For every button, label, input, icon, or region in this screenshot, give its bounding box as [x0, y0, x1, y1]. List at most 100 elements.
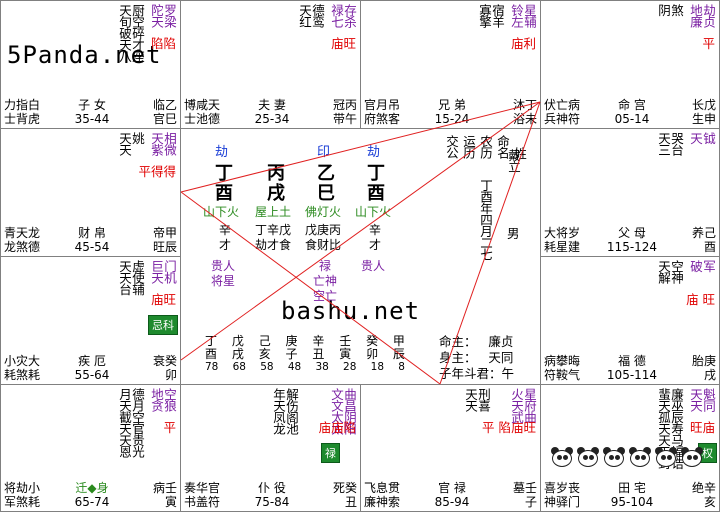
star-column: 军 — [701, 260, 716, 272]
palace-state: 墓壬 子 — [512, 481, 537, 509]
gods-left: 大将岁 耗星建 — [544, 226, 581, 254]
minor-stars: 天三哭台 — [656, 132, 684, 155]
star-column: 巨天 — [149, 260, 164, 283]
star-column: 地廉 — [688, 4, 703, 27]
gods-left: 喜岁丧 神驿门 — [544, 481, 581, 509]
watermark-bashu: bashu.net — [281, 297, 421, 325]
palace-state: 病壬 寅 — [152, 481, 177, 509]
info-col-2: 运历 — [460, 135, 476, 158]
palace-state: 临乙 官巳 — [152, 98, 177, 126]
brightness: 平 — [702, 36, 715, 51]
zi-dou-jun: 子年斗君：午 — [439, 366, 515, 381]
gods-left: 飞息贯 廉神索 — [364, 481, 401, 509]
gods-left: 青天龙 龙煞德 — [4, 226, 41, 254]
gender: 男 — [507, 226, 520, 241]
shensha-year: 贵人 将星 — [211, 259, 236, 288]
star-column: 破 — [688, 260, 703, 272]
nayin-day: 佛灯火 — [305, 205, 342, 219]
hidden-stems-hour: 辛 才 — [369, 223, 382, 252]
watermark-5panda: 5Panda.net — [7, 41, 162, 69]
panda-icon — [601, 447, 627, 469]
palace-state: 帝甲 旺辰 — [152, 226, 177, 254]
star-column: 月天截天天恩 — [117, 388, 132, 457]
star-column: 天天 — [463, 388, 478, 411]
star-column: 陀天 — [149, 4, 164, 27]
palace-state: 胎庚 戌 — [691, 354, 716, 382]
major-stars: 天紫相微 — [149, 132, 177, 155]
star-column: 哭台 — [669, 132, 684, 155]
nayin-year: 山下火 — [203, 205, 240, 219]
star-column: 宿羊 — [490, 4, 505, 27]
dayun-branches-row: 酉戌亥子丑寅卯辰 — [205, 347, 405, 361]
gods-left: 奏华官 书盖符 — [184, 481, 221, 509]
brightness: 平 — [163, 420, 176, 435]
palace-state: 沐丁 浴未 — [512, 98, 537, 126]
person-name: 戴立 — [506, 149, 521, 172]
star-column: 寡擎 — [477, 4, 492, 27]
sihua-badge: 忌科 — [148, 315, 178, 335]
star-column: 刑喜 — [476, 388, 491, 411]
panda-icon — [679, 447, 705, 469]
star-column: 火天武 — [509, 388, 524, 423]
minor-stars: 天天台虚使辅 — [117, 260, 145, 295]
shensha-hour: 贵人 — [361, 259, 386, 273]
star-column: 德鸾 — [310, 4, 325, 27]
star-column: 存杀 — [342, 4, 357, 27]
star-column: 空狼 — [162, 388, 177, 411]
sihua-badge: 禄 — [321, 443, 340, 463]
star-column: 空神 — [669, 260, 684, 283]
palace-si[interactable]: 5Panda.net 天旬破天八厨空碎才座 陀天罗梁 陷陷 力指白 士背虎 子 … — [0, 0, 181, 129]
major-stars: 陀天罗梁 — [149, 4, 177, 27]
panda-icon — [549, 447, 575, 469]
star-column: 煞 — [669, 4, 684, 16]
star-column: 星府曲 — [522, 388, 537, 423]
jie-label-1: 劫 — [215, 145, 229, 160]
brightness: 庙利 — [510, 36, 536, 51]
major-stars: 破军 — [688, 260, 716, 272]
lunar-date: 丁酉年四月二七 — [478, 179, 493, 260]
star-column: 劫贞 — [701, 4, 716, 27]
palace-state: 绝辛 亥 — [691, 481, 716, 509]
major-stars: 巨天门机 — [149, 260, 177, 283]
gods-left: 小灾大 耗煞耗 — [4, 354, 41, 382]
palace-state: 冠丙 带午 — [332, 98, 357, 126]
jie-label-2: 劫 — [367, 145, 381, 160]
star-column: 曲昌阴阳 — [342, 388, 357, 434]
minor-stars: 天旬破天八厨空碎才座 — [117, 4, 145, 62]
minor-stars: 年天凤龙解伤阁池 — [271, 388, 299, 434]
star-column: 虚使辅 — [130, 260, 145, 295]
star-column: 星辅 — [522, 4, 537, 27]
star-column: 门机 — [162, 260, 177, 283]
nayin-month: 屋上土 — [255, 205, 292, 219]
center-info-panel: 劫 印 劫 丁 丙 乙 丁 酉 戌 巳 酉 山下火 屋上土 佛灯火 山下火 辛 … — [180, 128, 541, 385]
star-column: 文文太太 — [329, 388, 344, 434]
palace-state: 长戊 生申 — [691, 98, 716, 126]
minor-stars: 天红德鸾 — [297, 4, 325, 27]
star-column: 天天台 — [117, 260, 132, 295]
brightness: 庙旺 — [330, 36, 356, 51]
gods-left: 力指白 士背虎 — [4, 98, 41, 126]
hidden-stems-month: 丁辛戊 劫才食 — [255, 223, 292, 252]
star-column: 罗梁 — [162, 4, 177, 27]
